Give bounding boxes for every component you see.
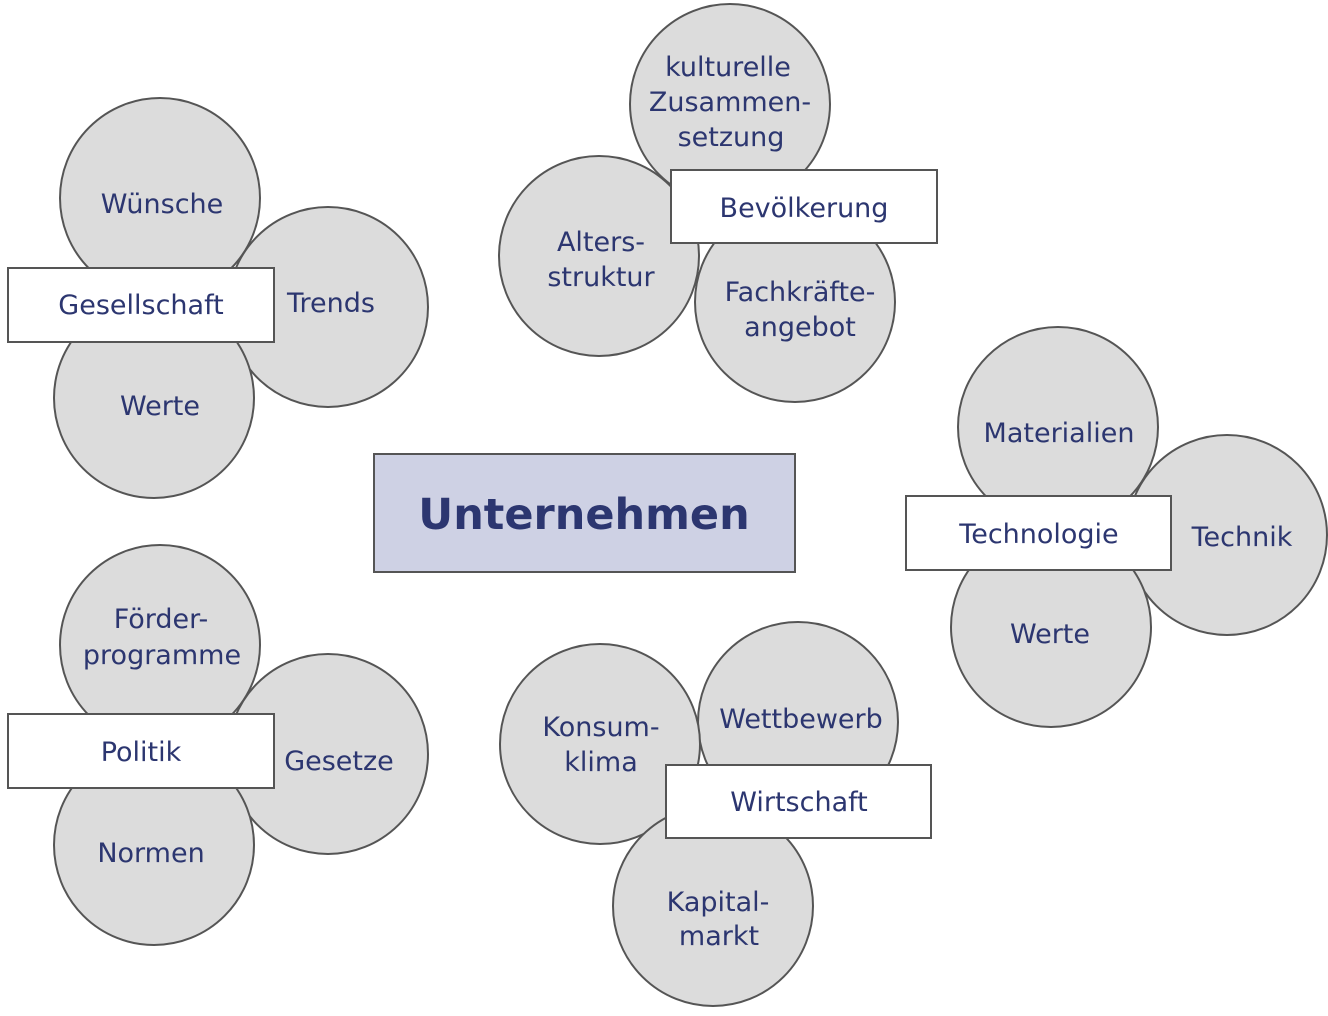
label-konsum-2: klima (564, 747, 638, 778)
label-wuensche: Wünsche (101, 189, 224, 220)
cluster-technologie: Materialien Technik Werte Technologie (905, 326, 1328, 728)
cluster-gesellschaft: Wünsche Trends Werte Gesellschaft (7, 97, 429, 499)
box-unternehmen (373, 453, 796, 573)
label-kapital-1: Kapital- (667, 887, 770, 918)
label-wirtschaft: Wirtschaft (730, 787, 867, 818)
cluster-bevoelkerung: kulturelle Zusammen- setzung Alters- str… (498, 3, 938, 403)
label-gesetze: Gesetze (284, 746, 394, 777)
label-gesellschaft: Gesellschaft (58, 290, 223, 321)
label-kulturelle-1: kulturelle (665, 52, 791, 83)
label-konsum-1: Konsum- (542, 712, 659, 743)
label-wettbewerb: Wettbewerb (719, 704, 883, 735)
box-technologie (905, 495, 1172, 571)
cluster-wirtschaft: Wettbewerb Konsum- klima Kapital- markt … (499, 621, 932, 1007)
label-technologie: Technologie (958, 519, 1118, 550)
label-werte-gesellschaft: Werte (120, 391, 200, 422)
label-bevoelkerung: Bevölkerung (720, 193, 889, 224)
label-materialien: Materialien (984, 418, 1135, 449)
circle-altersstruktur (498, 155, 700, 357)
box-politik (7, 713, 275, 789)
label-kulturelle-2: Zusammen- (649, 87, 811, 118)
label-trends: Trends (286, 288, 375, 319)
label-unternehmen: Unternehmen (418, 490, 749, 540)
cluster-politik: Förder- programme Gesetze Normen Politik (7, 544, 429, 946)
label-kapital-2: markt (679, 921, 759, 952)
label-fachkraefte-1: Fachkräfte- (725, 277, 876, 308)
center-unternehmen: Unternehmen (373, 453, 796, 573)
circle-konsumklima (499, 643, 701, 845)
label-werte-technologie: Werte (1010, 619, 1090, 650)
label-foerder-2: programme (83, 640, 241, 671)
label-kulturelle-3: setzung (678, 122, 785, 153)
box-wirtschaft (665, 764, 932, 839)
label-alters-2: struktur (547, 262, 655, 293)
label-normen: Normen (97, 838, 204, 869)
label-alters-1: Alters- (557, 227, 645, 258)
label-politik: Politik (101, 737, 182, 768)
box-gesellschaft (7, 267, 275, 343)
box-bevoelkerung (670, 169, 938, 244)
label-technik: Technik (1191, 522, 1293, 553)
label-fachkraefte-2: angebot (744, 312, 856, 343)
label-foerder-1: Förder- (114, 604, 209, 635)
